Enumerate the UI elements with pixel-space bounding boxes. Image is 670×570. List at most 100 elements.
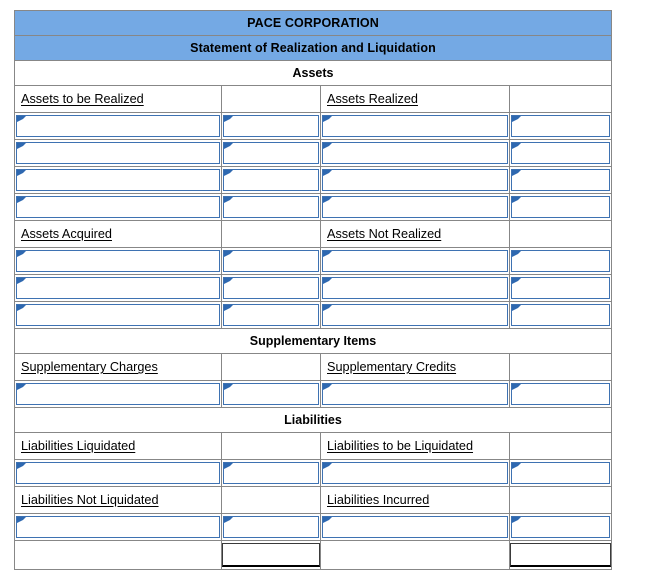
input-cell[interactable] (320, 112, 510, 140)
input-cell[interactable] (221, 301, 321, 329)
table-row (14, 274, 613, 302)
label-assets-acquired: Assets Acquired (14, 220, 222, 248)
total-cell-left[interactable] (221, 540, 321, 570)
input-cell[interactable] (14, 380, 222, 408)
triangle-right-icon (323, 384, 332, 390)
input-cell[interactable] (320, 301, 510, 329)
input-cell[interactable] (221, 193, 321, 221)
table-row (14, 459, 613, 487)
triangle-right-icon (224, 305, 233, 311)
assets-heading-row: Assets (13, 60, 613, 86)
triangle-right-icon (512, 278, 521, 284)
input-cell[interactable] (14, 247, 222, 275)
input-cell[interactable] (320, 274, 510, 302)
input-cell[interactable] (221, 247, 321, 275)
company-banner-row: PACE CORPORATION (13, 10, 613, 36)
input-cell[interactable] (14, 301, 222, 329)
statement-title-row: Statement of Realization and Liquidation (13, 35, 613, 61)
triangle-right-icon (17, 251, 26, 257)
input-cell[interactable] (508, 247, 613, 275)
triangle-right-icon (224, 463, 233, 469)
total-value-right (510, 543, 612, 567)
input-cell[interactable] (508, 139, 613, 167)
spacer-cell (508, 432, 613, 460)
section-heading-supplementary-items: Supplementary Items (13, 328, 613, 354)
input-cell[interactable] (508, 274, 613, 302)
triangle-right-icon (17, 143, 26, 149)
label-supplementary-credits: Supplementary Credits (320, 353, 510, 381)
label-liabilities-liquidated: Liabilities Liquidated (14, 432, 222, 460)
triangle-right-icon (323, 305, 332, 311)
input-cell[interactable] (14, 166, 222, 194)
input-cell[interactable] (320, 380, 510, 408)
triangle-right-icon (512, 197, 521, 203)
spacer-cell (221, 220, 321, 248)
input-cell[interactable] (508, 301, 613, 329)
spacer-cell (508, 486, 613, 514)
triangle-right-icon (224, 116, 233, 122)
spacer-cell (14, 540, 222, 570)
input-cell[interactable] (508, 112, 613, 140)
triangle-right-icon (224, 251, 233, 257)
triangle-right-icon (17, 305, 26, 311)
section-heading-assets: Assets (13, 60, 613, 86)
input-cell[interactable] (221, 112, 321, 140)
triangle-right-icon (323, 143, 332, 149)
supplementary-heading-row: Supplementary Items (13, 328, 613, 354)
input-cell[interactable] (320, 139, 510, 167)
input-cell[interactable] (508, 166, 613, 194)
triangle-right-icon (512, 170, 521, 176)
spacer-cell (320, 540, 510, 570)
input-cell[interactable] (221, 139, 321, 167)
input-cell[interactable] (221, 459, 321, 487)
spacer-cell (221, 486, 321, 514)
liabilities-label-row-1: Liabilities Liquidated Liabilities to be… (14, 432, 613, 460)
triangle-right-icon (512, 384, 521, 390)
input-cell[interactable] (508, 193, 613, 221)
triangle-right-icon (323, 278, 332, 284)
triangle-right-icon (323, 170, 332, 176)
table-row (14, 193, 613, 221)
total-value-left (222, 543, 320, 567)
input-cell[interactable] (14, 193, 222, 221)
triangle-right-icon (224, 197, 233, 203)
label-liabilities-to-be-liquidated: Liabilities to be Liquidated (320, 432, 510, 460)
label-assets-to-be-realized: Assets to be Realized (14, 85, 222, 113)
triangle-right-icon (17, 116, 26, 122)
triangle-right-icon (17, 278, 26, 284)
company-name: PACE CORPORATION (13, 10, 613, 36)
triangle-right-icon (323, 197, 332, 203)
triangle-right-icon (323, 251, 332, 257)
triangle-right-icon (17, 170, 26, 176)
table-row (14, 380, 613, 408)
triangle-right-icon (224, 143, 233, 149)
spacer-cell (508, 220, 613, 248)
spacer-cell (508, 85, 613, 113)
input-cell[interactable] (320, 247, 510, 275)
triangle-right-icon (224, 384, 233, 390)
input-cell[interactable] (221, 274, 321, 302)
input-cell[interactable] (14, 139, 222, 167)
input-cell[interactable] (508, 459, 613, 487)
input-cell[interactable] (14, 274, 222, 302)
input-cell[interactable] (320, 193, 510, 221)
spacer-cell (508, 353, 613, 381)
input-cell[interactable] (14, 112, 222, 140)
table-row (14, 112, 613, 140)
triangle-right-icon (224, 278, 233, 284)
input-cell[interactable] (221, 380, 321, 408)
input-cell[interactable] (14, 459, 222, 487)
table-row (14, 301, 613, 329)
input-cell[interactable] (320, 459, 510, 487)
input-cell[interactable] (221, 166, 321, 194)
label-assets-realized: Assets Realized (320, 85, 510, 113)
assets-label-row-1: Assets to be Realized Assets Realized (14, 85, 613, 113)
triangle-right-icon (512, 251, 521, 257)
input-cell[interactable] (320, 166, 510, 194)
label-supplementary-charges: Supplementary Charges (14, 353, 222, 381)
statement-title: Statement of Realization and Liquidation (13, 35, 613, 61)
total-cell-right[interactable] (508, 540, 613, 570)
triangle-right-icon (17, 384, 26, 390)
input-cell[interactable] (508, 380, 613, 408)
spacer-cell (221, 85, 321, 113)
